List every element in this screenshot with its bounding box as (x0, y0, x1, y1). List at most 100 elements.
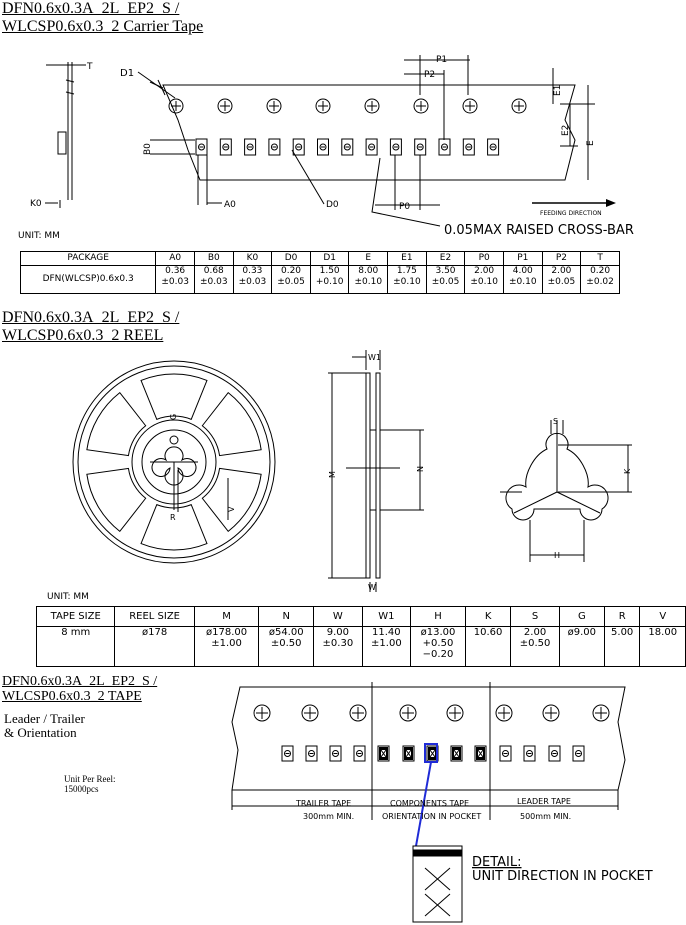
leader-trailer-tape (231, 682, 626, 820)
reel-cell-v: 18.00 (639, 626, 686, 667)
sprocket-hole (399, 704, 417, 722)
cell-line: ±0.10 (508, 277, 537, 287)
carrier-cell-d1: 1.50+0.10 (309, 265, 350, 294)
tape-pocket (292, 138, 305, 156)
tape-pocket (499, 745, 512, 762)
carrier-header-e: E (348, 251, 389, 266)
sprocket-holes-row (168, 98, 527, 114)
feeding-direction-label: FEEDING DIRECTION (540, 210, 602, 217)
tape-side-profile (46, 62, 86, 208)
cell-line: ø13.00 (420, 627, 456, 638)
tape-pocket (341, 138, 354, 156)
reel-cell-g: ø9.00 (558, 626, 605, 667)
cell-line: ±0.10 (393, 277, 421, 287)
carrier-cell-b0: 0.68±0.03 (193, 265, 234, 294)
carrier-header-b0: B0 (193, 251, 234, 266)
carrier-header-a0: A0 (155, 251, 195, 266)
leader-tape-label: LEADER TAPE (517, 797, 571, 806)
cell-line: ±0.02 (586, 277, 614, 287)
cell-line: 4.00 (512, 266, 533, 276)
reel-header-w1: W1 (361, 606, 412, 627)
dim-label-p0: P0 (399, 202, 410, 212)
reel-side-view (328, 350, 424, 592)
tape-pocket (377, 745, 390, 762)
dim-label-w1: W1 (368, 353, 381, 362)
sprocket-hole (253, 704, 271, 722)
cell-line: 2.00 (551, 266, 572, 276)
cell-line: ±0.05 (547, 277, 576, 287)
reel-hub-detail (500, 420, 632, 562)
reel-header-reel-size: REEL SIZE (114, 606, 195, 627)
detail-pocket (412, 845, 463, 923)
cell-line: 8 mm (61, 627, 91, 638)
carrier-cell-p1: 4.00±0.10 (502, 265, 543, 294)
cell-line: 18.00 (648, 627, 678, 638)
carrier-header-p0: P0 (464, 251, 504, 266)
tape-pocket (462, 138, 475, 156)
unit-per-reel-value: 15000pcs (64, 784, 99, 794)
cell-line: ±0.03 (238, 277, 267, 287)
reel-header-g: G (558, 606, 605, 627)
dim-label-m: M (328, 471, 337, 478)
tape-pocket (389, 138, 402, 156)
carrier-cell-k0: 0.33±0.03 (232, 265, 273, 294)
sprocket-hole (462, 98, 478, 114)
dim-label-b0: B0 (143, 143, 153, 155)
detail-leader-line (415, 761, 432, 847)
cell-line: 1.75 (396, 266, 417, 276)
tape-pocket (572, 745, 585, 762)
sprocket-hole (349, 704, 367, 722)
cell-line: ±0.30 (322, 638, 354, 649)
tape-pocket (305, 745, 318, 762)
carrier-cell-a0: 0.36±0.03 (155, 265, 195, 294)
dim-label-k0: K0 (30, 199, 42, 209)
tape-pocket (402, 745, 415, 762)
leader-tape-min: 500mm MIN. (520, 812, 571, 821)
tape3-sprocket-holes (253, 704, 610, 722)
reel-header-n: N (258, 606, 315, 627)
carrier-header-t: T (580, 251, 620, 266)
sprocket-hole (542, 704, 560, 722)
carrier-header-d1: D1 (309, 251, 350, 266)
cell-line: −0.20 (422, 649, 454, 660)
cell-line: ±0.05 (277, 277, 305, 287)
carrier-header-d0: D0 (271, 251, 311, 266)
reel-cell-reel-size: ø178 (114, 626, 195, 667)
dim-label-p2: P2 (424, 70, 435, 80)
dim-label-n: N (416, 466, 425, 472)
carrier-cell-e1: 1.75±0.10 (387, 265, 427, 294)
sprocket-hole (315, 98, 331, 114)
dim-label-k: K (623, 468, 632, 474)
section1-unit: UNIT: MM (18, 231, 60, 241)
reel-window (140, 373, 208, 421)
cell-line: 1.50 (319, 266, 340, 276)
carrier-tape-title-line1: DFN0.6x0.3A_2L_EP2_S / (2, 0, 180, 17)
sprocket-hole (446, 704, 464, 722)
reel-header-tape-size: TAPE SIZE (35, 606, 116, 627)
components-tape-label: COMPONENTS TAPE (390, 799, 469, 808)
tape-pocket (450, 745, 463, 762)
dim-label-g: G (169, 414, 178, 420)
dim-label-e1: E1 (553, 85, 563, 96)
reel-header-r: R (603, 606, 641, 627)
dim-label-v: V (227, 506, 236, 512)
cell-line: 0.36 (165, 266, 186, 276)
tape-title-line2: WLCSP0.6x0.3_2 TAPE (2, 689, 142, 704)
cell-line: 10.60 (473, 627, 503, 638)
dim-label-d0: D0 (326, 200, 339, 210)
cell-line: ø54.00 (268, 627, 304, 638)
sprocket-hole (217, 98, 233, 114)
tape-pocket (219, 138, 232, 156)
tape-pocket (438, 138, 451, 156)
reel-window (201, 391, 262, 457)
cell-line: 0.68 (203, 266, 224, 276)
carrier-cell-p0: 2.00±0.10 (464, 265, 504, 294)
dim-label-h: H (554, 551, 560, 560)
cell-line: ±1.00 (371, 638, 402, 649)
tape-pocket (474, 745, 487, 762)
carrier-header-package: PACKAGE (19, 251, 157, 266)
carrier-cell-p2: 2.00±0.05 (541, 265, 582, 294)
